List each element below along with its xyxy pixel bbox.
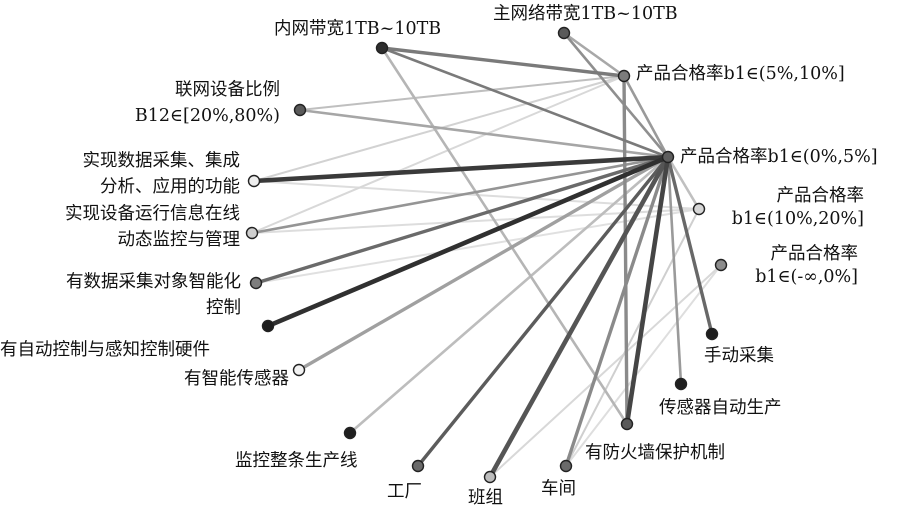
node-label-line: 工厂 — [387, 482, 422, 502]
nodes-layer — [245, 26, 728, 484]
node-label-quality_5_10: 产品合格率b1∈(5%,10%] — [636, 64, 845, 84]
node-manual_collect[interactable] — [705, 327, 719, 341]
edge-quality_neg-team — [489, 264, 722, 478]
node-label-line: 分析、应用的功能 — [100, 177, 240, 197]
node-label-auto_control: 有自动控制与感知控制硬件 — [0, 340, 210, 360]
edge-hub-manual_collect — [666, 155, 714, 336]
edge-hub-smart_objects — [254, 155, 670, 285]
node-label-manual_collect: 手动采集 — [704, 346, 774, 366]
node-networked_ratio[interactable] — [293, 103, 307, 117]
node-label-line: 控制 — [206, 298, 241, 318]
edge-backbone_bw-quality_5_10 — [562, 31, 626, 78]
node-backbone_bw[interactable] — [557, 26, 571, 40]
node-line_monitor[interactable] — [343, 426, 357, 440]
node-firewall[interactable] — [620, 417, 634, 431]
edge-hub-workshop — [564, 155, 670, 468]
node-label-line: 产品合格率b1∈(5%,10%] — [636, 64, 845, 84]
node-label-smart_objects: 有数据采集对象智能化控制 — [66, 272, 241, 318]
node-label-line: 手动采集 — [704, 346, 774, 366]
edge-hub-data_collection — [251, 154, 671, 184]
node-label-line: 内网带宽1TB~10TB — [274, 19, 441, 39]
edge-hub-backbone_bw — [562, 31, 670, 159]
node-factory[interactable] — [411, 459, 425, 473]
node-quality_10_20[interactable] — [692, 202, 706, 216]
edge-hub-firewall — [624, 154, 671, 427]
node-label-networked_ratio: 联网设备比例 B12∈[20%,80%) — [135, 80, 280, 126]
edge-hub-auto_control — [265, 154, 671, 329]
edge-quality_neg-workshop — [565, 264, 722, 467]
node-label-line: 有数据采集对象智能化 — [66, 272, 241, 292]
node-label-line: 实现设备运行信息在线 — [65, 204, 240, 224]
node-label-line: 产品合格率b1∈(0%,5%] — [680, 147, 878, 167]
edge-hub-quality_5_10 — [622, 74, 670, 159]
node-label-line: 实现数据采集、集成 — [83, 151, 241, 171]
edge-quality_5_10-firewall — [622, 74, 629, 426]
edge-hub-quality_10_20 — [666, 155, 701, 211]
node-label-line: 传感器自动生产 — [659, 398, 782, 418]
node-label-line: 班组 — [468, 488, 503, 508]
node-label-line_monitor: 监控整条生产线 — [235, 451, 358, 471]
edge-hub-equipment_monitor — [250, 155, 670, 235]
node-label-firewall: 有防火墙保护机制 — [585, 443, 725, 463]
node-team[interactable] — [483, 470, 497, 484]
node-label-sensor_auto: 传感器自动生产 — [659, 398, 782, 418]
node-intranet_bw[interactable] — [375, 41, 389, 55]
edge-quality_10_20-workshop — [565, 208, 700, 467]
edge-networked_ratio-quality_5_10 — [299, 75, 625, 111]
node-data_collection[interactable] — [247, 174, 261, 188]
edge-hub-sensor_auto — [666, 155, 683, 386]
node-sensor_auto[interactable] — [674, 377, 688, 391]
node-label-hub: 产品合格率b1∈(0%,5%] — [680, 147, 878, 167]
node-label-factory: 工厂 — [387, 482, 422, 502]
node-label-line: b1∈(-∞,0%] — [755, 267, 858, 287]
edges-layer — [250, 31, 722, 480]
edge-hub-smart_sensor — [297, 155, 670, 372]
node-smart_sensor[interactable] — [292, 363, 306, 377]
node-label-line: 产品合格率 — [771, 244, 859, 264]
node-label-line: 监控整条生产线 — [235, 451, 358, 471]
node-auto_control[interactable] — [261, 319, 275, 333]
labels-layer: 产品合格率b1∈(0%,5%] 产品合格率b1∈(5%,10%] 产品合格率 b1∈(… — [0, 4, 878, 508]
node-quality_5_10[interactable] — [617, 69, 631, 83]
node-label-team: 班组 — [468, 488, 503, 508]
edge-equipment_monitor-quality_5_10 — [251, 75, 625, 234]
node-label-data_collection: 实现数据采集、集成分析、应用的功能 — [83, 151, 241, 197]
edge-hub-factory — [416, 155, 670, 468]
node-label-line: 动态监控与管理 — [118, 230, 241, 250]
node-smart_objects[interactable] — [249, 276, 263, 290]
node-label-workshop: 车间 — [541, 479, 576, 499]
node-label-backbone_bw: 主网络带宽1TB~10TB — [493, 4, 678, 24]
edge-intranet_bw-firewall — [380, 46, 629, 426]
node-quality_neg[interactable] — [714, 258, 728, 272]
edge-hub-networked_ratio — [298, 108, 670, 159]
edge-hub-team — [487, 154, 671, 480]
node-label-line: b1∈(10%,20%] — [732, 209, 864, 229]
node-equipment_monitor[interactable] — [245, 226, 259, 240]
node-label-smart_sensor: 有智能传感器 — [184, 369, 289, 389]
node-label-equipment_monitor: 实现设备运行信息在线动态监控与管理 — [65, 204, 240, 250]
node-hub[interactable] — [661, 150, 675, 164]
node-label-quality_neg: 产品合格率 b1∈(-∞,0%] — [755, 244, 858, 287]
node-label-line: B12∈[20%,80%) — [135, 106, 280, 126]
edge-hub-intranet_bw — [380, 46, 670, 159]
node-label-intranet_bw: 内网带宽1TB~10TB — [274, 19, 441, 39]
node-workshop[interactable] — [559, 459, 573, 473]
node-label-line: 有自动控制与感知控制硬件 — [0, 340, 210, 360]
node-label-line: 有防火墙保护机制 — [585, 443, 725, 463]
node-label-line: 主网络带宽1TB~10TB — [493, 4, 678, 24]
node-label-line: 车间 — [541, 479, 576, 499]
node-label-line: 产品合格率 — [777, 186, 865, 206]
edge-intranet_bw-quality_5_10 — [380, 46, 626, 78]
edge-hub-line_monitor — [348, 155, 670, 435]
node-label-line: 有智能传感器 — [184, 369, 289, 389]
node-label-quality_10_20: 产品合格率 b1∈(10%,20%] — [732, 186, 864, 229]
node-label-line: 联网设备比例 — [175, 80, 280, 100]
